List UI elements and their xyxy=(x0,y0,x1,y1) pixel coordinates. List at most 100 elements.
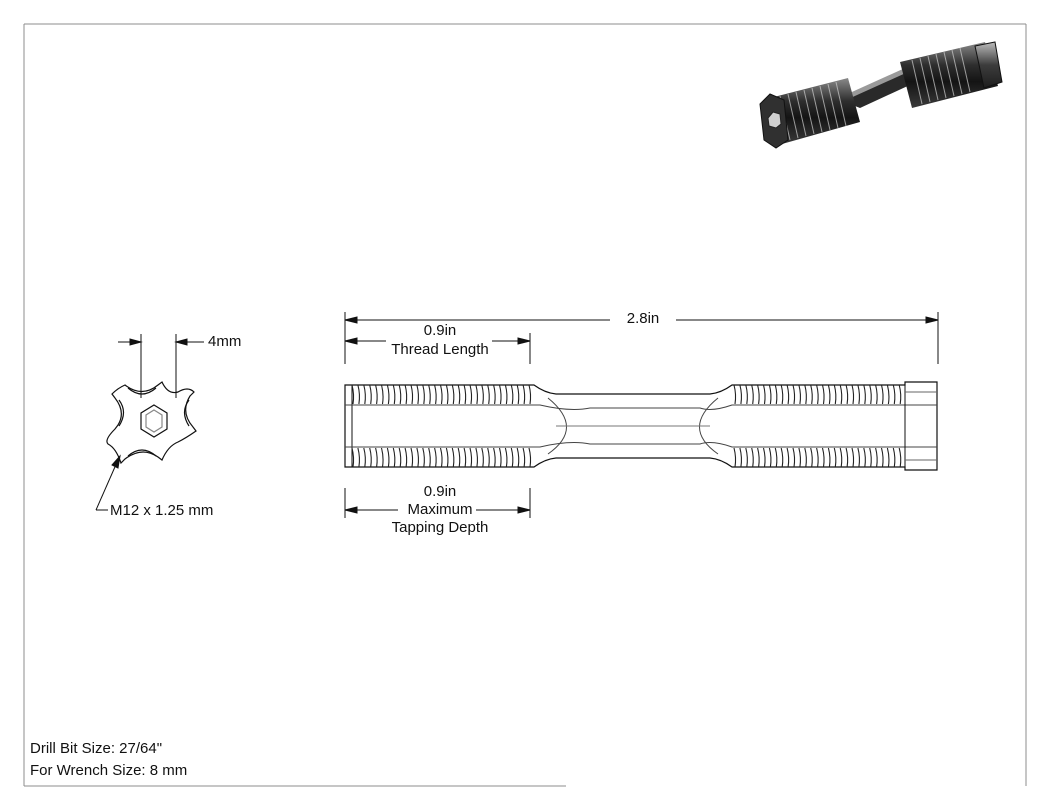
thread-crest xyxy=(434,384,437,405)
thread-crest xyxy=(739,447,743,468)
thread-crest xyxy=(451,384,455,405)
thread-crest xyxy=(892,384,896,405)
thread-crest xyxy=(816,447,819,468)
thread-crest xyxy=(816,384,819,405)
thread-crest xyxy=(493,447,496,468)
thread-crest xyxy=(851,384,855,405)
thread-crest xyxy=(780,384,784,405)
thread-crest xyxy=(762,447,766,468)
thread-crest xyxy=(386,447,390,468)
thread-crest xyxy=(827,447,831,468)
thread-crest xyxy=(827,384,831,405)
thread-crest xyxy=(504,384,508,405)
thread-crest xyxy=(469,447,473,468)
tap-isometric-render xyxy=(759,41,1003,149)
thread-crest xyxy=(898,384,902,405)
thread-crest xyxy=(510,384,514,405)
thread-crest xyxy=(762,384,766,405)
thread-crest xyxy=(839,384,843,405)
overall-length-dimension: 2.8in xyxy=(610,310,676,328)
thread-crest xyxy=(445,447,449,468)
thread-crest xyxy=(363,447,366,468)
hex-width-dimension: 4mm xyxy=(208,333,242,350)
thread-crest xyxy=(880,384,884,405)
thread-crest xyxy=(404,447,408,468)
thread-crest xyxy=(886,384,890,405)
thread-crest xyxy=(863,384,866,405)
thread-crest xyxy=(804,447,807,468)
thread-crest xyxy=(857,384,861,405)
thread-crest xyxy=(416,447,420,468)
thread-crest xyxy=(810,447,813,468)
thread-crest xyxy=(487,384,490,405)
thread-crest xyxy=(428,447,431,468)
dimension-lines xyxy=(95,312,939,518)
thread-crest xyxy=(528,447,532,468)
sheet-border xyxy=(23,23,1027,787)
thread-crest xyxy=(498,447,502,468)
thread-crest xyxy=(481,447,484,468)
thread-crest xyxy=(857,447,861,468)
thread-crest xyxy=(351,447,355,468)
thread-crest xyxy=(475,384,479,405)
thread-crest xyxy=(434,447,437,468)
thread-crest xyxy=(786,384,790,405)
thread-crest xyxy=(357,447,361,468)
thread-crest xyxy=(357,384,361,405)
tap-side-view xyxy=(344,381,938,471)
thread-crest xyxy=(516,384,520,405)
thread-crest xyxy=(351,384,355,405)
thread-crest xyxy=(469,384,473,405)
thread-crest xyxy=(457,384,461,405)
thread-crest xyxy=(422,447,425,468)
thread-crest xyxy=(786,447,790,468)
thread-crest xyxy=(745,384,748,405)
tapping-depth-label-line2: Tapping Depth xyxy=(391,519,489,536)
thread-crest xyxy=(422,384,425,405)
thread-crest xyxy=(481,384,484,405)
thread-crest xyxy=(886,447,890,468)
tapping-depth-value: 0.9in xyxy=(423,483,457,500)
thread-crest xyxy=(398,447,402,468)
thread-crest xyxy=(416,384,420,405)
thread-crest xyxy=(774,447,778,468)
thread-crest xyxy=(745,447,748,468)
thread-crest xyxy=(751,384,754,405)
thread-crest xyxy=(463,447,467,468)
thread-crest xyxy=(821,447,825,468)
thread-crest xyxy=(880,447,884,468)
drill-bit-size-note: Drill Bit Size: 27/64" xyxy=(30,740,163,757)
thread-crest xyxy=(869,384,872,405)
thread-crest xyxy=(751,447,754,468)
thread-crest xyxy=(410,384,414,405)
thread-crest xyxy=(392,384,396,405)
thread-crest xyxy=(869,447,872,468)
wrench-size-note: For Wrench Size: 8 mm xyxy=(30,762,188,779)
thread-crest xyxy=(428,384,431,405)
thread-crest xyxy=(792,447,796,468)
thread-crest xyxy=(392,447,396,468)
thread-crest xyxy=(798,384,802,405)
thread-crest xyxy=(798,447,802,468)
thread-crest xyxy=(733,447,737,468)
tapping-depth-label-line1: Maximum xyxy=(407,501,473,518)
thread-crest xyxy=(363,384,366,405)
thread-crest xyxy=(833,447,837,468)
thread-crest xyxy=(845,447,849,468)
thread-crest xyxy=(522,384,526,405)
thread-crest xyxy=(863,447,866,468)
thread-crest xyxy=(369,447,372,468)
thread-length-value: 0.9in xyxy=(423,322,457,339)
thread-crest xyxy=(369,384,372,405)
thread-crest xyxy=(386,384,390,405)
thread-crest xyxy=(833,384,837,405)
thread-crest xyxy=(810,384,813,405)
thread-crest xyxy=(875,447,878,468)
thread-crest xyxy=(463,384,467,405)
thread-crest xyxy=(445,384,449,405)
thread-crest xyxy=(757,447,760,468)
thread-crest xyxy=(528,384,532,405)
thread-crest xyxy=(757,384,760,405)
thread-crest xyxy=(498,384,502,405)
thread-crest xyxy=(439,447,443,468)
